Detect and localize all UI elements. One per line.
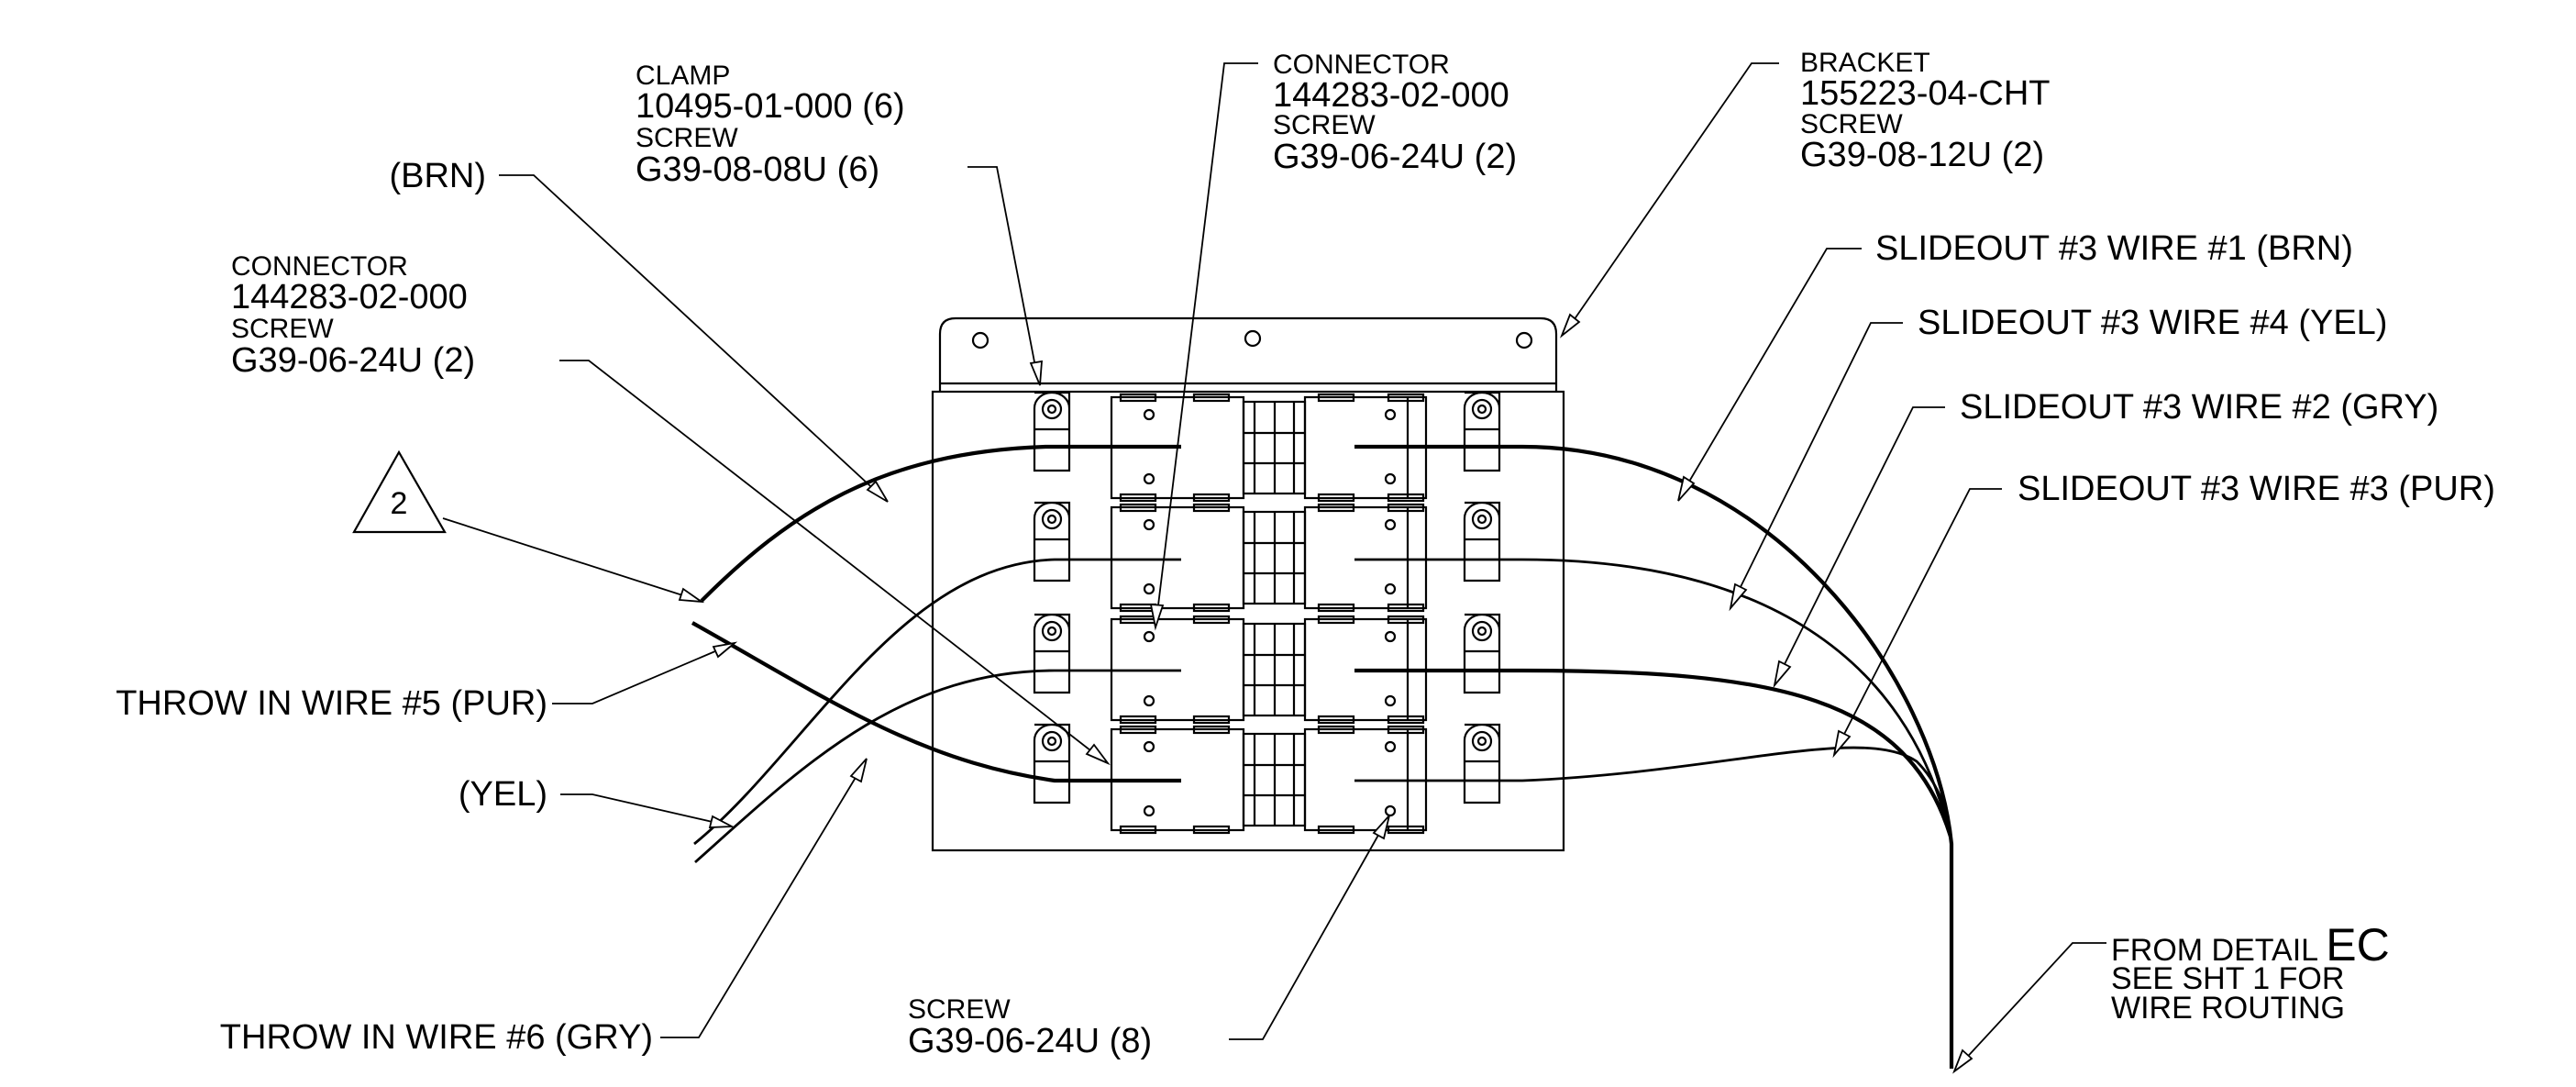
from-detail-reference: EC (2326, 919, 2389, 971)
connector-left-screw-label: SCREW (231, 314, 334, 344)
wire-gry-throw6 (694, 669, 1181, 864)
clamp-label: CLAMP (636, 61, 730, 91)
from-detail-prefix: FROM DETAIL (2111, 933, 2326, 968)
wire-label-throw5: THROW IN WIRE #5 (PUR) (116, 684, 547, 723)
clamp (1463, 723, 1501, 804)
wire-label-slideout-4: SLIDEOUT #3 WIRE #4 (YEL) (1918, 304, 2387, 342)
wire-pur-throw5 (691, 621, 1181, 783)
callout-bracket: BRACKET 155223-04-CHT SCREW G39-08-12U (… (1800, 48, 2050, 174)
callout-screw-bottom: SCREW G39-06-24U (8) (908, 994, 1152, 1060)
clamp (1463, 613, 1501, 694)
callout-from-detail: FROM DETAIL EC SEE SHT 1 FOR WIRE ROUTIN… (2111, 919, 2390, 1026)
screw-bottom-label: SCREW (908, 994, 1011, 1025)
bracket-hole-center (1244, 329, 1262, 348)
wire-slideout-3 (1354, 746, 1953, 845)
callout-connector-left: CONNECTOR 144283-02-000 SCREW G39-06-24U… (231, 251, 475, 380)
connector-left-part-number: 144283-02-000 (231, 278, 468, 316)
connector-left-screw-part-number: G39-06-24U (2) (231, 341, 475, 380)
from-detail-line-1: FROM DETAIL EC (2111, 919, 2390, 971)
wire-slideout-2 (1354, 668, 1953, 837)
wire-slideout-4 (1354, 558, 1951, 836)
wire-brn-left (700, 444, 1181, 603)
wire-label-brn: (BRN) (389, 157, 486, 195)
note-flag-number: 2 (391, 486, 408, 521)
clamp (1033, 723, 1071, 804)
clamps (1033, 391, 1501, 804)
wire-label-slideout-3: SLIDEOUT #3 WIRE #3 (PUR) (2018, 470, 2495, 508)
bracket-screw-part-number: G39-08-12U (2) (1800, 136, 2044, 174)
clamp (1463, 391, 1501, 472)
wire-yel-left (693, 558, 1181, 846)
clamp (1033, 501, 1071, 582)
clamp (1033, 391, 1071, 472)
wire-label-throw6: THROW IN WIRE #6 (GRY) (220, 1018, 653, 1057)
bracket-plate (931, 316, 1565, 852)
connector-top-screw-part-number: G39-06-24U (2) (1273, 138, 1517, 176)
connector-left-label: CONNECTOR (231, 251, 408, 282)
clamp (1463, 501, 1501, 582)
wire-labels: (BRN) THROW IN WIRE #5 (PUR) (YEL) THROW… (116, 157, 2495, 1057)
wires (691, 444, 1954, 1069)
connector-top-part-number: 144283-02-000 (1273, 76, 1509, 115)
bracket-label: BRACKET (1800, 48, 1930, 78)
clamp-screw-part-number: G39-08-08U (6) (636, 150, 879, 189)
wire-label-slideout-1: SLIDEOUT #3 WIRE #1 (BRN) (1875, 229, 2353, 268)
from-detail-line-2: SEE SHT 1 FOR (2111, 961, 2344, 996)
bracket-screw-label: SCREW (1800, 109, 1903, 139)
wire-label-slideout-2: SLIDEOUT #3 WIRE #2 (GRY) (1960, 388, 2438, 427)
callout-clamp: CLAMP 10495-01-000 (6) SCREW G39-08-08U … (636, 61, 905, 189)
note-flag: 2 (352, 449, 447, 534)
clamp (1033, 613, 1071, 694)
clamp-screw-label: SCREW (636, 123, 738, 153)
connector-top-screw-label: SCREW (1273, 110, 1376, 140)
wire-slideout-1 (1354, 444, 1954, 1069)
callout-connector-top: CONNECTOR 144283-02-000 SCREW G39-06-24U… (1273, 50, 1517, 176)
leaders (442, 62, 2106, 1074)
bracket-hole-right (1515, 331, 1533, 349)
screw-bottom-part-number: G39-06-24U (8) (908, 1022, 1152, 1060)
from-detail-line-3: WIRE ROUTING (2111, 991, 2345, 1026)
wire-label-yel: (YEL) (459, 775, 547, 814)
connector-row-2 (1110, 503, 1428, 613)
bracket-part-number: 155223-04-CHT (1800, 74, 2050, 113)
clamp-part-number: 10495-01-000 (6) (636, 87, 905, 126)
bracket-hole-left (971, 331, 989, 349)
connector-top-label: CONNECTOR (1273, 50, 1450, 80)
